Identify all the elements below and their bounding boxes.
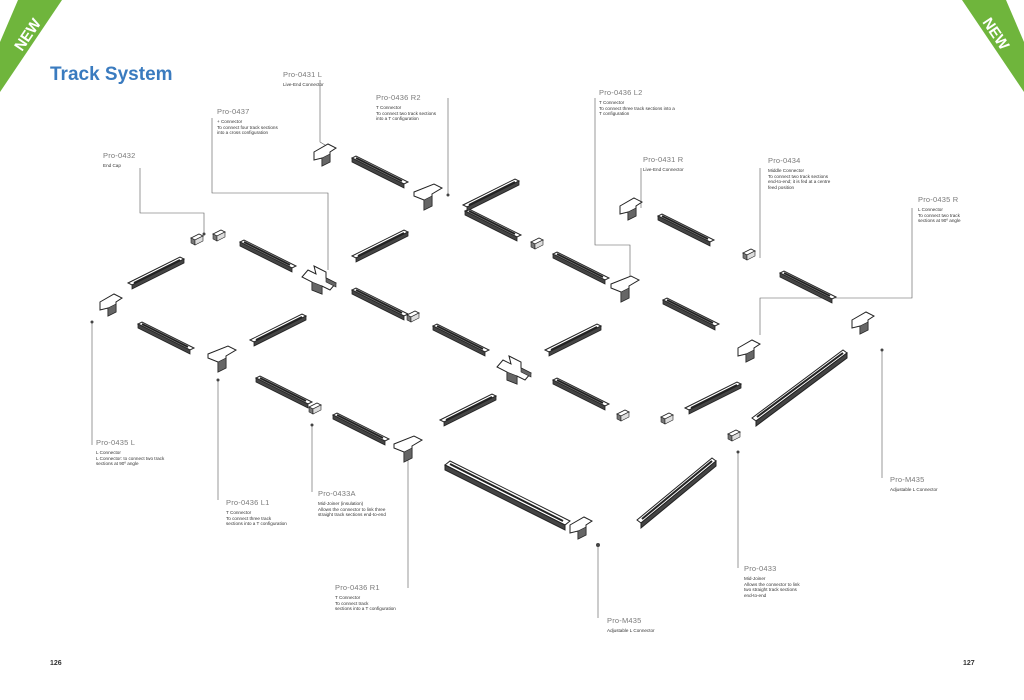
callout-pro-0437: Pro-0437 + Connector To connect four tra… — [217, 107, 278, 136]
part-desc: sections into a T configuration — [335, 606, 396, 612]
callout-pro-0431-l: Pro-0431 L Live-End Connector — [283, 70, 324, 88]
part-desc: To connect two track sections — [768, 173, 829, 179]
part-code: Pro-0431 L — [283, 70, 323, 79]
part-desc: two straight track sections — [744, 587, 797, 593]
part-code: Pro-0435 L — [96, 438, 136, 447]
part-desc: L Connector — [918, 207, 943, 212]
part-desc: Live-End Connector — [643, 167, 684, 172]
page-title: Track System — [50, 64, 173, 85]
part-desc: L Connector — [96, 450, 121, 455]
part-code: Pro-M435 — [890, 475, 925, 484]
callout-pro-m435-bottom: Pro-M435 Adjustable L Connector — [607, 616, 655, 634]
callout-pro-0436-l1: Pro-0436 L1 T Connector To connect three… — [226, 498, 287, 527]
callout-pro-0432: Pro-0432 End Cap — [103, 151, 135, 169]
callout-pro-0436-l2: Pro-0436 L2 T Connector To connect three… — [599, 88, 675, 117]
new-ribbon-left: NEW — [0, 0, 80, 92]
part-desc: end-to-end — [744, 592, 767, 598]
part-desc: Allows the connector to link three — [318, 506, 386, 512]
part-code: Pro-0433A — [318, 489, 356, 498]
part-desc: To connect track — [335, 600, 369, 606]
part-desc: To connect four track sections — [217, 124, 278, 130]
part-desc: sections at 90º angle — [918, 218, 961, 224]
part-desc: L Connector: to connect two track — [96, 455, 165, 461]
part-desc: Middle Connector — [768, 168, 805, 173]
part-desc: Mid-Joiner — [744, 576, 766, 581]
callout-pro-0435-r: Pro-0435 R L Connector To connect two tr… — [918, 195, 961, 224]
part-code: Pro-0437 — [217, 107, 250, 116]
part-desc: + Connector — [217, 119, 243, 124]
part-desc: T configuration — [599, 111, 630, 117]
part-desc: end-to-end; it is fed at a centre — [768, 179, 831, 185]
callout-pro-0431-r: Pro-0431 R Live-End Connector — [643, 155, 684, 173]
part-code: Pro-0434 — [768, 156, 801, 165]
long-track-sections — [444, 349, 848, 531]
part-desc: T Connector — [376, 105, 402, 110]
part-desc: into a cross configuration — [217, 130, 269, 136]
callout-pro-0436-r1: Pro-0436 R1 T Connector To connect track… — [335, 583, 396, 612]
part-code: Pro-0436 L2 — [599, 88, 643, 97]
leader-dots — [90, 193, 884, 547]
part-desc: sections into a T configuration — [226, 521, 287, 527]
callout-pro-0433a: Pro-0433A Mid-Joiner (insulation) Allows… — [318, 489, 386, 518]
page-number-right: 127 — [963, 660, 975, 667]
part-desc: Mid-Joiner (insulation) — [318, 501, 364, 506]
part-code: Pro-0432 — [103, 151, 136, 160]
part-desc: Adjustable L Connector — [890, 487, 938, 492]
callout-pro-m435-right: Pro-M435 Adjustable L Connector — [890, 475, 938, 493]
part-desc: T Connector — [599, 100, 625, 105]
part-code: Pro-0436 R2 — [376, 93, 421, 102]
part-desc: straight track sections end-to-end — [318, 512, 386, 518]
part-desc: Adjustable L Connector — [607, 628, 655, 633]
new-ribbon-right: NEW — [944, 0, 1024, 92]
part-code: Pro-0436 R1 — [335, 583, 380, 592]
part-desc: To connect three track sections into a — [599, 105, 675, 111]
part-desc: Allows the connector to link — [744, 581, 800, 587]
part-code: Pro-0433 — [744, 564, 777, 573]
part-code: Pro-M435 — [607, 616, 642, 625]
part-desc: Live-End Connector — [283, 82, 324, 87]
track-sections — [127, 155, 837, 446]
part-desc: End Cap — [103, 163, 121, 168]
part-desc: To connect two track sections — [376, 110, 437, 116]
callout-pro-0435-l: Pro-0435 L L Connector L Connector: to c… — [96, 438, 164, 467]
part-desc: To connect three track — [226, 515, 272, 521]
part-desc: To connect two track — [918, 212, 960, 218]
callout-pro-0436-r2: Pro-0436 R2 T Connector To connect two t… — [376, 93, 436, 122]
part-desc: T Connector — [335, 595, 361, 600]
part-code: Pro-0436 L1 — [226, 498, 270, 507]
part-code: Pro-0431 R — [643, 155, 684, 164]
page-number-left: 126 — [50, 660, 62, 667]
part-desc: sections at 90º angle — [96, 461, 139, 467]
part-code: Pro-0435 R — [918, 195, 959, 204]
callout-pro-0433: Pro-0433 Mid-Joiner Allows the connector… — [744, 564, 800, 598]
part-desc: into a T configuration — [376, 116, 419, 122]
part-desc: T Connector — [226, 510, 252, 515]
callout-pro-0434: Pro-0434 Middle Connector To connect two… — [768, 156, 830, 190]
part-desc: feed position — [768, 184, 795, 190]
